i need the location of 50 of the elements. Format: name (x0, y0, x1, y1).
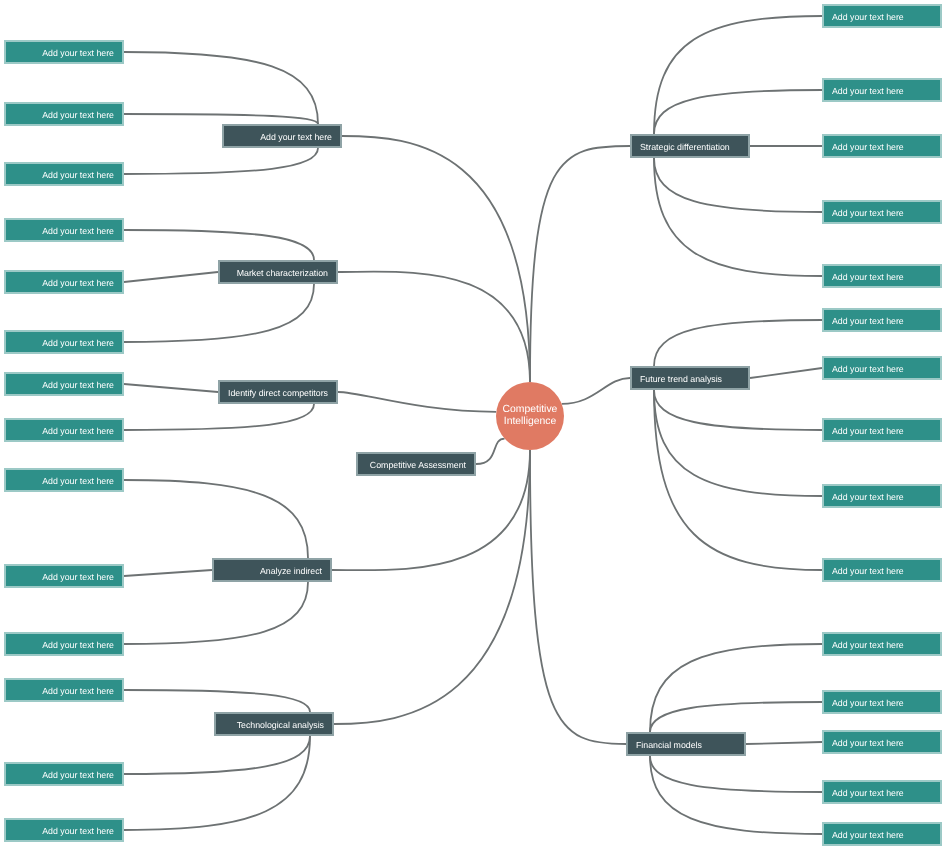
connector-line (749, 367, 823, 379)
subtopic-box (4, 162, 124, 186)
connector-line (749, 145, 823, 147)
subtopic-box (822, 780, 942, 804)
subtopic-box (822, 134, 942, 158)
topic-box (630, 134, 750, 158)
subtopic-box (822, 264, 942, 288)
subtopic-box (822, 78, 942, 102)
subtopic-box (4, 468, 124, 492)
subtopic-box (4, 418, 124, 442)
subtopic-box (822, 200, 942, 224)
subtopic-box (4, 330, 124, 354)
subtopic-box (4, 372, 124, 396)
subtopic-box (822, 484, 942, 508)
subtopic-box (4, 564, 124, 588)
topic-box (222, 124, 342, 148)
connector-line (475, 437, 506, 465)
subtopic-box (822, 822, 942, 846)
subtopic-box (822, 730, 942, 754)
central-topic-circle (496, 382, 564, 450)
subtopic-box (822, 418, 942, 442)
connector-line (123, 569, 213, 577)
topic-box (212, 558, 332, 582)
topic-box (214, 712, 334, 736)
connector-line (745, 741, 823, 745)
subtopic-box (4, 678, 124, 702)
subtopic-box (822, 632, 942, 656)
topic-box (218, 260, 338, 284)
connector-line (337, 391, 498, 413)
topic-box (630, 366, 750, 390)
subtopic-box (822, 558, 942, 582)
subtopic-box (4, 270, 124, 294)
topic-box (218, 380, 338, 404)
topic-box (626, 732, 746, 756)
subtopic-box (4, 218, 124, 242)
subtopic-box (4, 102, 124, 126)
subtopic-box (4, 818, 124, 842)
subtopic-box (4, 632, 124, 656)
connector-line (123, 383, 219, 393)
connector-line (529, 449, 627, 745)
connector-line (123, 271, 219, 283)
subtopic-box (4, 762, 124, 786)
subtopic-box (822, 4, 942, 28)
subtopic-box (822, 308, 942, 332)
subtopic-box (4, 40, 124, 64)
subtopic-box (822, 690, 942, 714)
connector-line (560, 377, 631, 405)
topic-box (356, 452, 476, 476)
connector-line (529, 145, 631, 383)
subtopic-box (822, 356, 942, 380)
